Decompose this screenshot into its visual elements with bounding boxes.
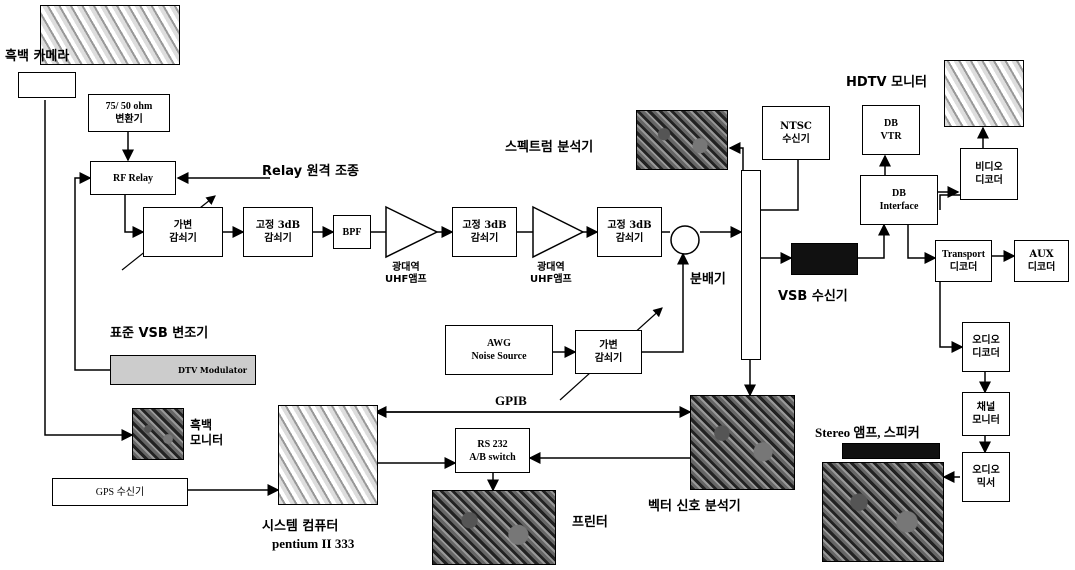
amp2-shape: [532, 205, 585, 259]
printer-photo: [432, 490, 556, 565]
bw-camera-label: 흑백 카메라: [5, 49, 70, 64]
bw-monitor-photo: [132, 408, 184, 460]
speakers-photo: [822, 462, 944, 562]
system-computer-photo: [278, 405, 378, 505]
db-vtr-box: DB VTR: [862, 105, 920, 155]
camera-body: [18, 72, 76, 98]
spectrum-analyzer-label: 스펙트럼 분석기: [505, 140, 594, 155]
video-decoder-box: 비디오 디코더: [960, 148, 1018, 200]
audio-mixer-box: 오디오 믹서: [962, 452, 1010, 502]
gpib-label: GPIB: [495, 393, 527, 408]
stereo-amp: [842, 443, 940, 459]
camera-photo: [40, 5, 180, 65]
modulator-panel-text: DTV Modulator: [178, 364, 247, 375]
uhf-amp2-label: 광대역 UHF앰프: [530, 262, 572, 285]
splitter-bar: [741, 170, 761, 360]
vsb-modulator-panel: DTV Modulator: [110, 355, 256, 385]
channel-monitor-box: 채널 모니터: [962, 392, 1010, 436]
awg-box: AWG Noise Source: [445, 325, 553, 375]
var-att1-box: 가변 감쇠기: [143, 207, 223, 257]
transport-decoder-box: Transport 디코더: [935, 240, 992, 282]
pentium-label: pentium II 333: [272, 536, 355, 551]
hdtv-monitor-photo: [944, 60, 1024, 127]
vsb-receiver-device: [791, 243, 858, 275]
audio-decoder-box: 오디오 디코더: [962, 322, 1010, 372]
std-vsb-modulator-label: 표준 VSB 변조기: [110, 326, 209, 341]
bpf-box: BPF: [333, 215, 371, 249]
bw-monitor-label: 흑백 모니터: [190, 418, 224, 447]
rf-relay-box: RF Relay: [90, 161, 176, 195]
spectrum-analyzer-photo: [636, 110, 728, 170]
vector-analyzer-photo: [690, 395, 795, 490]
uhf-amp1-label: 광대역 UHF앰프: [385, 262, 427, 285]
system-computer-label: 시스템 컴퓨터: [262, 519, 339, 534]
fixed-att3-box: 고정 3dB 감쇠기: [597, 207, 662, 257]
vector-analyzer-label: 벡터 신호 분석기: [648, 499, 741, 514]
db-interface-box: DB Interface: [860, 175, 938, 225]
amp1-shape: [385, 205, 439, 259]
printer-label: 프린터: [572, 515, 608, 530]
imp-converter-box: 75/ 50 ohm 변환기: [88, 94, 170, 132]
var-att2-box: 가변 감쇠기: [575, 330, 642, 374]
aux-decoder-box: AUX 디코더: [1014, 240, 1069, 282]
ntsc-receiver-box: NTSC 수신기: [762, 106, 830, 160]
fixed-att2-box: 고정 3dB 감쇠기: [452, 207, 517, 257]
stereo-label: Stereo 앰프, 스피커: [815, 425, 920, 440]
splitter-label: 분배기: [690, 272, 726, 287]
fixed-att1-box: 고정 3dB 감쇠기: [243, 207, 313, 257]
gps-receiver-box: GPS 수신기: [52, 478, 188, 506]
rs232-box: RS 232 A/B switch: [455, 428, 530, 473]
vsb-receiver-label: VSB 수신기: [778, 289, 848, 304]
hdtv-monitor-label: HDTV 모니터: [846, 75, 928, 90]
relay-control-label: Relay 원격 조종: [262, 164, 360, 179]
